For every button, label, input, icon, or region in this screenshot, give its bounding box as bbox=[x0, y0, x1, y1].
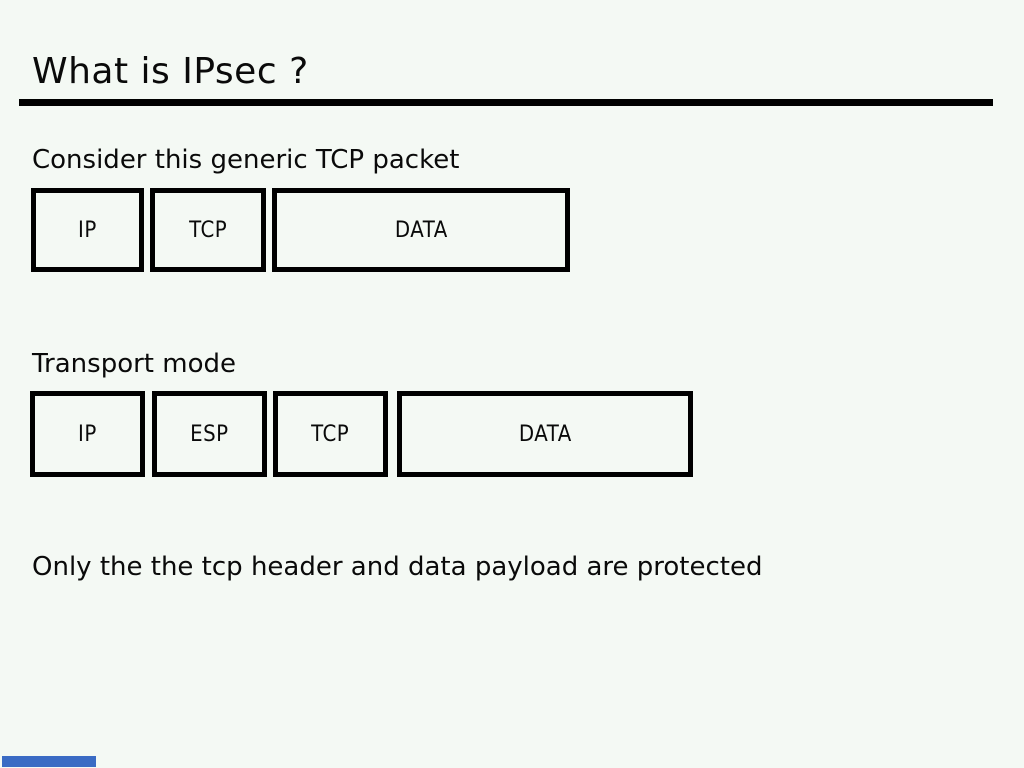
generic-packet-box-data: DATA bbox=[272, 188, 570, 272]
generic-packet-box-tcp: TCP bbox=[150, 188, 266, 272]
page-title: What is IPsec ? bbox=[32, 51, 309, 92]
transport-packet-box-tcp: TCP bbox=[273, 391, 388, 477]
packet-box-label: IP bbox=[78, 421, 97, 447]
title-underline-rule bbox=[19, 99, 993, 106]
caption-transport-mode: Transport mode bbox=[32, 349, 237, 379]
transport-packet-box-ip: IP bbox=[30, 391, 145, 477]
packet-box-label: ESP bbox=[190, 421, 229, 447]
transport-packet-box-esp: ESP bbox=[152, 391, 267, 477]
progress-bar bbox=[2, 756, 96, 767]
packet-box-label: IP bbox=[78, 217, 97, 243]
transport-packet-box-data: DATA bbox=[397, 391, 693, 477]
footer-note: Only the the tcp header and data payload… bbox=[32, 552, 763, 582]
packet-box-label: DATA bbox=[394, 217, 448, 243]
packet-box-label: DATA bbox=[518, 421, 572, 447]
caption-generic-packet: Consider this generic TCP packet bbox=[32, 145, 460, 175]
packet-box-label: TCP bbox=[188, 217, 228, 243]
generic-packet-box-ip: IP bbox=[31, 188, 144, 272]
packet-box-label: TCP bbox=[311, 421, 350, 447]
